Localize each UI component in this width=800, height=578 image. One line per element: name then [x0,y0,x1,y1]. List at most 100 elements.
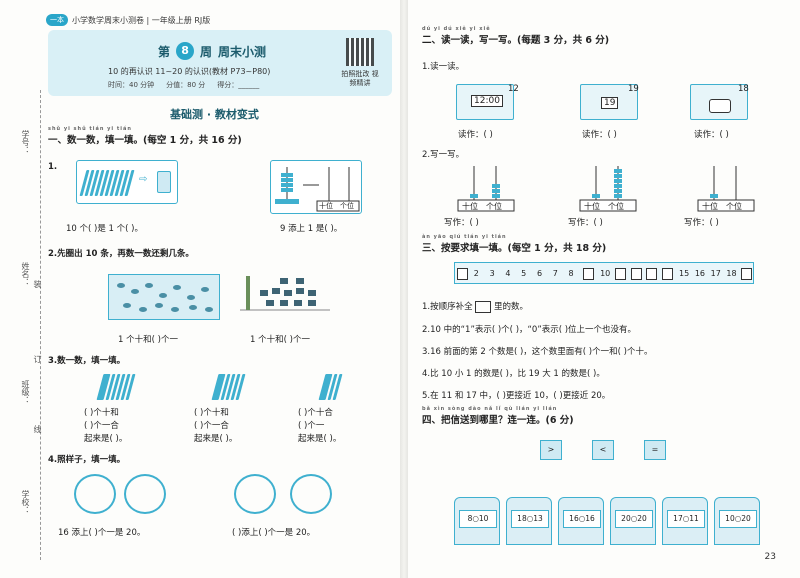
question-3-heading: àn yāo qiú tián yi tián 三、按要求填一填。(每空 1 分… [422,234,607,254]
ruler-number: 3 [489,269,495,278]
mailbox-1[interactable]: 8○10 [454,497,500,545]
fish-icon [201,287,209,292]
q3-4-text: 4.比 10 小 1 的数是( )，比 19 大 1 的数是( )。 [422,369,605,379]
counter-1-tens: 十位 [462,202,478,211]
fish-icon [139,307,147,312]
week-label: 周 [200,44,213,59]
cake-number: 18 [738,84,749,94]
qr-caption: 拍照批改 视频精讲 [341,70,379,87]
q1-3-text: 3.数一数，填一填。 [48,356,126,366]
ruler-number: 7 [552,269,558,278]
quiz-header: 第 8 周 周末小测 10 的再认识 11~20 的认识(教材 P73~P80)… [48,30,392,96]
question-2-pinyin: dú yi dú xiě yi xiě [422,26,491,32]
ruler-blank-box[interactable] [583,268,595,280]
page-number: 23 [764,552,776,562]
envelope-equal[interactable]: = [644,440,666,460]
counter-2: 十位 个位 [578,164,638,212]
mailbox-3[interactable]: 16○16 [558,497,604,545]
brand-logo: 一本 [46,14,68,26]
seal-char-3: 线 [33,425,42,433]
envelope-less[interactable]: < [592,440,614,460]
book-gutter [400,0,408,578]
bundle-icon [157,171,171,193]
class-label: 班级： [21,380,30,404]
q1-1-label: 1. [48,162,58,172]
q1-3a-line3: 起来是( )。 [84,434,128,444]
abacus-drawing [275,167,360,212]
bead-ring-1 [74,474,116,514]
q1-3a-line2: ( )个一合 [84,421,119,431]
counter-2-drawing [579,166,637,212]
blank-box-icon [475,300,492,313]
fish-icon [171,307,179,312]
qr-code[interactable] [346,38,374,66]
ruler-number: 8 [568,269,574,278]
bundle-sticks [79,170,135,196]
counter-2-ones: 个位 [608,202,624,211]
sticks-group-1 [96,374,136,400]
q1-2b-text: 1 个十和( )个一 [250,335,310,345]
fish-icon [155,303,163,308]
ruler-number: 4 [505,269,511,278]
binding-line [40,90,41,560]
fish-icon [173,285,181,290]
ruler-blank-box[interactable] [662,268,674,280]
section-banner: 基础测 · 教材变式 [170,108,259,121]
q1-3b-line1: ( )个十和 [194,408,229,418]
counter-1-drawing [457,166,515,212]
score-obtained: 得分：______ [217,81,260,89]
cake-picture [690,84,748,120]
q3-1-text: 1.按顺序补全 里的数。 [422,300,528,313]
q1-3c-line1: ( )个十合 [298,408,333,418]
ruler-blank-box[interactable] [646,268,658,280]
ruler-number: 17 [710,269,721,278]
ruler-blank-box[interactable] [630,268,642,280]
arrow-icon: ⇨ [139,174,148,185]
mailbox-2[interactable]: 18○13 [506,497,552,545]
mailbox-1-label: 8○10 [459,510,497,528]
mailbox-4[interactable]: 20○20 [610,497,656,545]
question-3-pinyin: àn yāo qiú tián yi tián [422,234,507,240]
q3-5-text: 5.在 11 和 17 中，( )更接近 10，( )更接近 20。 [422,391,611,401]
fish-icon [187,295,195,300]
cake-icon [709,99,731,113]
ruler-blank-box[interactable] [741,268,753,280]
counter-3-ones: 个位 [726,202,742,211]
envelope-greater[interactable]: > [540,440,562,460]
q3-3-text: 3.16 前面的第 2 个数是( )，这个数里面有( )个一和( )个十。 [422,347,653,357]
mailbox-6-label: 10○20 [719,510,757,528]
q1-3b-line3: 起来是( )。 [194,434,238,444]
school-label: 学校： [21,490,30,514]
q1-3c-line3: 起来是( )。 [298,434,342,444]
sticks-group-3 [318,374,343,400]
mailbox-6[interactable]: 10○20 [714,497,760,545]
fish-icon [205,307,213,312]
time-limit: 时间：40 分钟 [108,81,155,89]
fish-icon [189,305,197,310]
ducks-drawing [240,276,330,311]
ruler-number: 18 [726,269,737,278]
calendar-picture: 19 [580,84,638,120]
q3-1-text-a: 1.按顺序补全 [422,302,473,312]
calendar-day: 19 [601,97,619,109]
bead-ring-2 [124,474,166,514]
seal-char-2: 订 [33,355,42,363]
counter-3-tens: 十位 [702,202,718,211]
clock-number: 12 [508,84,519,94]
ruler-blank-box[interactable] [457,268,468,280]
counter-3-drawing [697,166,755,212]
read-as-1: 读作：( ) [458,130,493,140]
fish-icon [145,283,153,288]
mailbox-5-label: 17○11 [667,510,705,528]
question-1-heading: shǔ yi shǔ tián yi tián 一、数一数，填一填。(每空 1 … [48,126,242,146]
ruler-number: 10 [600,269,611,278]
ruler-blank-box[interactable] [614,268,626,280]
fish-icon [131,289,139,294]
q1-2a-text: 1 个十和( )个一 [118,335,178,345]
counter-1: 十位 个位 [456,164,516,212]
question-2-heading: dú yi dú xiě yi xiě 二、读一读，写一写。(每题 3 分，共 … [422,26,610,46]
right-page: dú yi dú xiě yi xiě 二、读一读，写一写。(每题 3 分，共 … [408,0,800,578]
counter-3: 十位 个位 [696,164,756,212]
mailbox-5[interactable]: 17○11 [662,497,708,545]
abacus-tens-label: 十位 [319,202,333,210]
